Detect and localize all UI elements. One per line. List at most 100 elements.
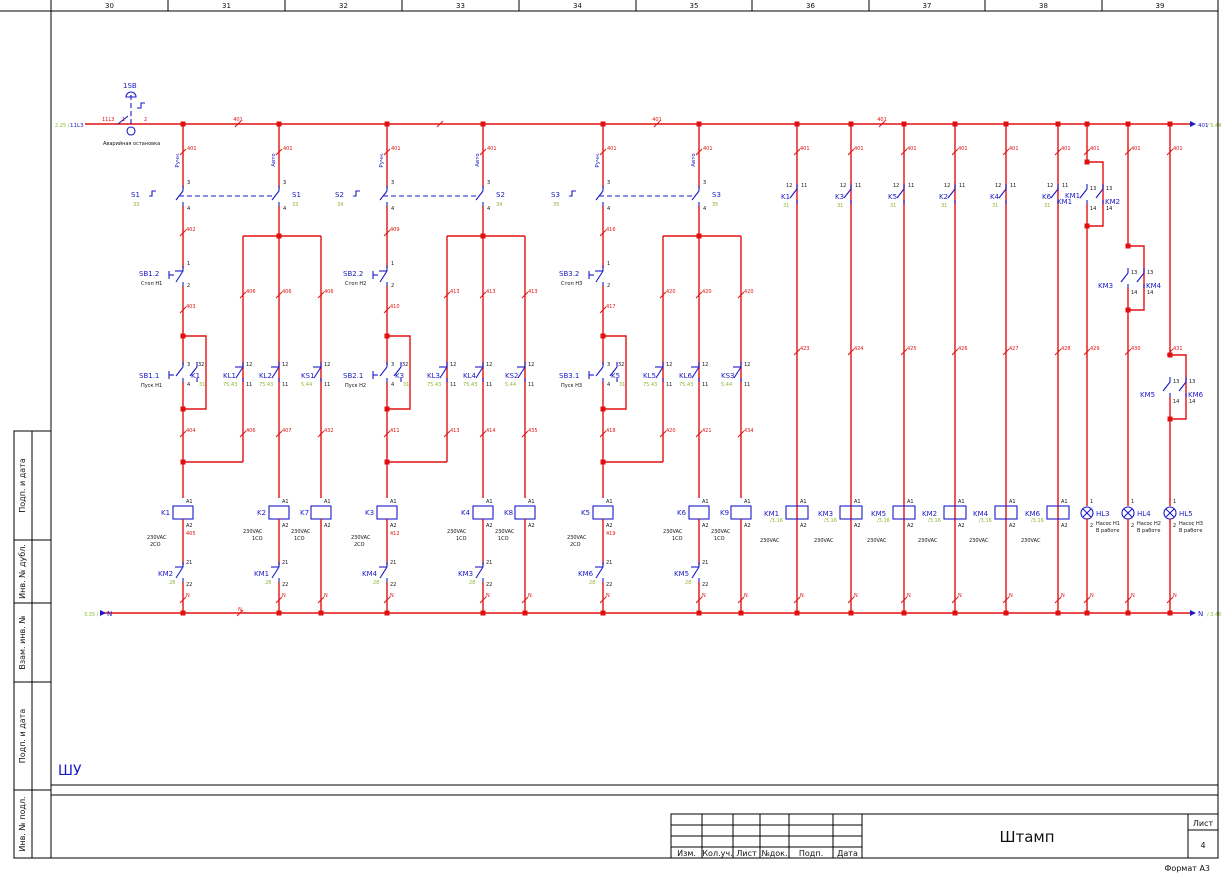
lamp-caption: Насос Н1 — [1096, 521, 1120, 527]
wire-label: N — [1061, 593, 1065, 599]
pin-label: 32 — [402, 362, 408, 368]
wire-label: 11L3 — [102, 117, 114, 123]
coil-caption: 230VAC — [867, 538, 887, 544]
stop-button-caption: Стоп Н3 — [561, 281, 582, 287]
pin-label: 3 — [607, 180, 610, 186]
stamp-text: Штамп — [999, 828, 1054, 846]
wire-label: N — [702, 593, 706, 599]
pin-label: 14 — [1173, 399, 1179, 405]
wire-mark — [1002, 148, 1010, 156]
hold-wire — [183, 335, 207, 410]
wire-mark — [179, 229, 187, 237]
bus-ref: 3.35 / — [84, 612, 99, 618]
side-label: Взам. инв. № — [18, 615, 27, 670]
junction — [794, 610, 800, 616]
junction — [696, 233, 702, 239]
pin-label: 13 — [1106, 186, 1112, 192]
contact-blade-K5 — [896, 188, 905, 199]
wire-label: N — [390, 593, 394, 599]
lamp-contact-name: KM3 — [1098, 282, 1113, 290]
wire-mark — [878, 120, 886, 128]
wire-mark — [847, 348, 855, 356]
pin-label: A1 — [1061, 499, 1068, 505]
contact-blade-KL3 — [439, 366, 448, 379]
wire-mark — [236, 609, 244, 617]
coil-caption: 230VAC — [291, 529, 311, 535]
wire-label: 412 — [390, 531, 400, 537]
coil-caption: 2CO — [150, 542, 161, 548]
pin-label: 21 — [486, 560, 492, 566]
output-contact-name: K3 — [835, 193, 844, 201]
column-number: 32 — [339, 2, 348, 10]
ref-label: 75.43 — [643, 382, 657, 388]
wire-mark — [179, 596, 187, 604]
pin-label: 14 — [1106, 206, 1112, 212]
coil-K1 — [172, 505, 194, 520]
wire-label: N — [1173, 593, 1177, 599]
pin-label: 1 — [1090, 499, 1093, 505]
coil-name: K2 — [257, 509, 266, 517]
pin-label: 3 — [187, 180, 190, 186]
wire-label: 406 — [282, 289, 292, 295]
output-contact-name: K6 — [1042, 193, 1052, 201]
pin-label: 12 — [246, 362, 252, 368]
wire-label: 401 — [1009, 146, 1019, 152]
coil-KM3 — [839, 505, 863, 520]
coil-caption: 1CO — [498, 536, 509, 542]
wire-mark — [179, 148, 187, 156]
coil-KM4 — [994, 505, 1018, 520]
junction — [1003, 610, 1009, 616]
lamp-caption: Насос Н2 — [1137, 521, 1161, 527]
pin-label: 12 — [786, 183, 792, 189]
selector-name: S1 — [131, 191, 140, 199]
pin-label: A2 — [282, 523, 289, 529]
pin-label: 12 — [450, 362, 456, 368]
ref-label: 28 — [169, 580, 175, 586]
lamp-name: HL4 — [1137, 510, 1151, 518]
junction — [1125, 307, 1131, 313]
hold-wire — [387, 335, 411, 410]
junction — [522, 610, 528, 616]
wire-mark — [479, 596, 487, 604]
wire-mark — [599, 596, 607, 604]
wire-mark — [599, 148, 607, 156]
wire-mark — [951, 148, 959, 156]
relay-contact-name: KS3 — [721, 372, 735, 380]
pin-label: 11 — [246, 382, 252, 388]
contact-blade-K6 — [1050, 188, 1059, 199]
pin-label: 2 — [1173, 523, 1176, 529]
column-number: 39 — [1156, 2, 1165, 10]
ref-label: 5.44 — [301, 382, 312, 388]
wire-label: N — [958, 593, 962, 599]
pin-label: 11 — [702, 382, 708, 388]
pin-label: 12 — [528, 362, 534, 368]
ref-label: 31 — [619, 382, 625, 388]
pin-label: A1 — [958, 499, 965, 505]
contact-blade-KM6 — [1178, 381, 1187, 392]
drawing-frame — [50, 10, 1219, 859]
ref-label: /3.16 — [824, 518, 837, 524]
relay-contact-name: KS1 — [301, 372, 315, 380]
pin-label: 21 — [606, 560, 612, 566]
column-number: 38 — [1039, 2, 1048, 10]
pin-label: 1 — [391, 261, 394, 267]
title-block-header: Подп. — [799, 849, 823, 858]
contact-blade-KM1 — [1079, 188, 1088, 199]
contact-blade-K4 — [998, 188, 1007, 199]
wire-label: 401 — [487, 146, 497, 152]
pin-label: 13 — [1090, 186, 1096, 192]
wire-label: 401 — [1061, 146, 1071, 152]
wire-label: 401 — [800, 146, 810, 152]
pin-label: A1 — [606, 499, 613, 505]
pin-label: 11 — [666, 382, 672, 388]
wire-mark — [653, 120, 661, 128]
wire-mark — [275, 148, 283, 156]
junction — [480, 610, 486, 616]
output-contact-name: K2 — [939, 193, 948, 201]
junction — [1055, 610, 1061, 616]
emergency-lock-icon — [126, 126, 136, 136]
contact-blade-KM4 — [379, 566, 388, 579]
pin-label: 2 — [1131, 523, 1134, 529]
interlock-name: KM4 — [362, 570, 378, 578]
